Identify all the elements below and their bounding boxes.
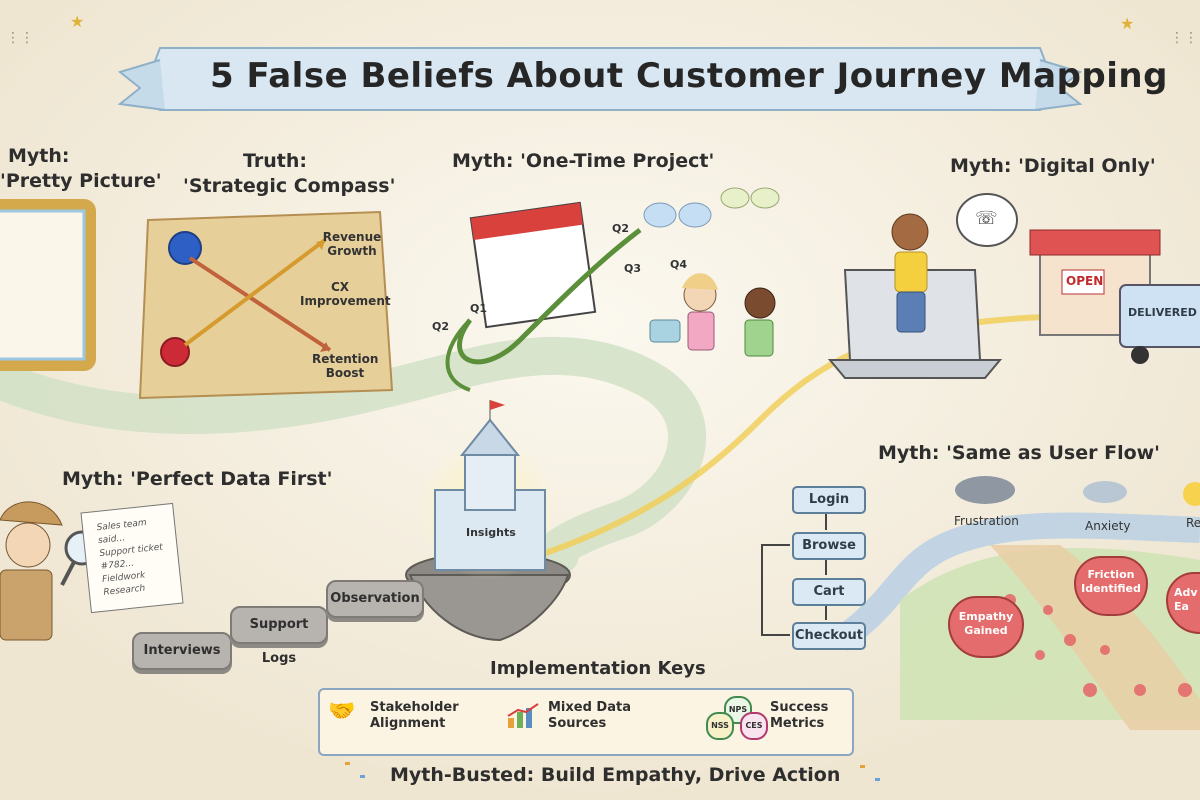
footprints-icon: ⋮⋮ (1170, 30, 1198, 46)
truth1-subheading: 'Strategic Compass' (183, 175, 396, 197)
key-success-metrics: NPS NSS CES Success Metrics (706, 696, 829, 740)
key-line2: Alignment (370, 716, 446, 731)
truth1-label-revenue: Revenue Growth (322, 230, 382, 258)
star-icon: ★ (70, 12, 85, 31)
emotion-frustration: Frustration (954, 514, 1019, 528)
quarter-label-q3: Q3 (624, 262, 642, 275)
flow-step-checkout: Checkout (792, 622, 866, 650)
flow-step-login: Login (792, 486, 866, 514)
heart-sign-friction: Friction Identified (1074, 556, 1148, 616)
myth1-subheading: 'Pretty Picture' (0, 170, 162, 192)
heart-label: Adv Ea (1174, 586, 1198, 613)
myth3-heading: Myth: 'Digital Only' (950, 155, 1156, 177)
myth5-heading: Myth: 'Same as User Flow' (878, 442, 1161, 464)
heart-label: Empathy Gained (958, 610, 1014, 637)
chart-icon (506, 702, 540, 730)
quarter-label-q2: Q2 (612, 222, 630, 235)
truth1-heading: Truth: (243, 150, 307, 172)
keys-heading: Implementation Keys (490, 658, 706, 679)
emotion-relief: Re (1186, 516, 1200, 530)
key-line1: Mixed Data (548, 700, 631, 715)
delivery-truck-label: DELIVERED (1128, 306, 1197, 319)
key-mixed-data: Mixed Data Sources (507, 700, 631, 732)
quarter-label-q2-bottom: Q2 (432, 320, 450, 333)
quarter-label-q1: Q1 (470, 302, 488, 315)
myth1-heading: Myth: (8, 145, 70, 167)
implementation-keys-panel: 🤝 Stakeholder Alignment Mixed Data Sourc… (318, 688, 854, 756)
star-icon: ★ (1120, 14, 1135, 33)
key-line2: Metrics (770, 716, 825, 731)
stone-observation: Observation (326, 580, 424, 618)
phone-icon: ☏ (975, 208, 998, 229)
key-line2: Sources (548, 716, 607, 731)
key-line1: Stakeholder (370, 700, 459, 715)
flow-step-cart: Cart (792, 578, 866, 606)
heart-label: Friction Identified (1081, 568, 1141, 595)
badge: NSS (706, 712, 734, 740)
stone-support-logs: Support Logs (230, 606, 328, 666)
castle-label: Insights (466, 526, 516, 539)
myth2-heading: Myth: 'One-Time Project' (452, 150, 715, 172)
shop-open-sign: OPEN (1066, 274, 1104, 288)
badges-icon: NPS NSS CES (706, 696, 768, 740)
footer-tagline: Myth-Busted: Build Empathy, Drive Action (390, 764, 841, 786)
heart-sign-empathy: Empathy Gained (948, 596, 1024, 658)
key-line1: Success (770, 700, 829, 715)
flow-step-browse: Browse (792, 532, 866, 560)
footprints-icon: ⋮⋮ (6, 30, 34, 46)
myth4-heading: Myth: 'Perfect Data First' (62, 468, 333, 490)
truth1-label-cx: CX Improvement (300, 280, 391, 308)
emotion-anxiety: Anxiety (1085, 519, 1131, 533)
quarter-label-q4: Q4 (670, 258, 688, 271)
key-stakeholder: 🤝 Stakeholder Alignment (328, 700, 459, 732)
page-title: 5 False Beliefs About Customer Journey M… (210, 56, 1168, 96)
research-note: Sales team said... Support ticket #782..… (96, 514, 182, 600)
badge: CES (740, 712, 768, 740)
handshake-icon: 🤝 (328, 699, 356, 724)
stone-interviews: Interviews (132, 632, 232, 670)
truth1-label-retention: Retention Boost (312, 352, 379, 380)
